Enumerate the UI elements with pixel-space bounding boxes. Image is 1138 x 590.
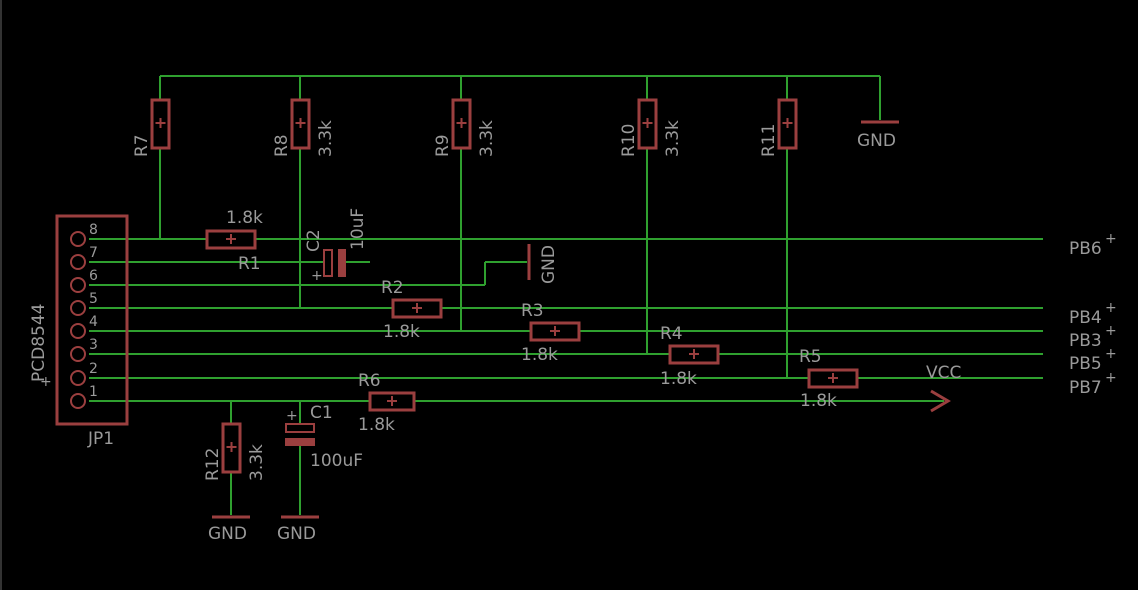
- connector-plus: +: [40, 374, 52, 390]
- resistor-ref: R7: [132, 134, 152, 157]
- polarity-plus: +: [311, 268, 323, 284]
- capacitor-ref: C1: [310, 403, 333, 423]
- ground-symbols: GND GND GND GND: [208, 120, 899, 544]
- resistor-ref: R1: [238, 254, 261, 274]
- net-plus: +: [1105, 300, 1117, 316]
- resistor-ref: R4: [660, 324, 683, 344]
- pin-label: 4: [89, 314, 98, 330]
- pullup-resistors: R7 R8 3.3k R9 3.3k R10 3.3k R11: [132, 98, 798, 157]
- resistor-value: 1.8k: [521, 345, 558, 365]
- pin-label: 2: [89, 361, 98, 377]
- resistor-ref: R11: [759, 124, 779, 157]
- pin-label: 3: [89, 337, 98, 353]
- resistor-ref: R9: [433, 134, 453, 157]
- gnd-label: GND: [208, 524, 247, 544]
- net-label-pb6: PB6: [1069, 239, 1102, 259]
- connector-ref: JP1: [87, 429, 114, 449]
- resistor-value: 1.8k: [800, 391, 837, 411]
- pin-label: 5: [89, 291, 98, 307]
- resistor-ref: R6: [358, 371, 381, 391]
- resistor-ref: R12: [203, 448, 223, 481]
- capacitor-c1: + C1 100uF: [285, 403, 363, 471]
- net-plus: +: [1105, 370, 1117, 386]
- pin-label: 6: [89, 268, 98, 284]
- connector-jp1: 8 7 6 5 4 3 2 1 JP1 PCD8544 +: [29, 214, 129, 449]
- resistor-ref: R8: [272, 134, 292, 157]
- resistor-value: 1.8k: [358, 415, 395, 435]
- resistor-value: 3.3k: [247, 444, 267, 481]
- net-label-pb5: PB5: [1069, 354, 1102, 374]
- resistor-value: 1.8k: [383, 322, 420, 342]
- capacitor-c2: + C2 10uF: [304, 208, 368, 284]
- polarity-plus: +: [286, 408, 298, 424]
- resistor-ref: R2: [381, 278, 404, 298]
- port-labels: PB6 + PB4 + PB3 + PB5 + PB7 +: [1069, 231, 1117, 398]
- gnd-label: GND: [277, 524, 316, 544]
- net-label-pb3: PB3: [1069, 331, 1102, 351]
- vcc-supply: VCC: [926, 363, 961, 413]
- pin-label: 8: [89, 222, 98, 238]
- net-label-pb7: PB7: [1069, 378, 1102, 398]
- resistor-ref: R5: [799, 347, 822, 367]
- net-plus: +: [1105, 231, 1117, 247]
- gnd-label: GND: [539, 245, 559, 284]
- capacitor-value: 10uF: [348, 208, 368, 250]
- capacitor-ref: C2: [304, 229, 324, 252]
- resistor-ref: R3: [521, 301, 544, 321]
- net-label-pb4: PB4: [1069, 308, 1102, 328]
- resistor-value: 3.3k: [477, 120, 497, 157]
- vcc-label: VCC: [926, 363, 961, 383]
- resistor-r12: R12 3.3k: [203, 422, 267, 481]
- net-plus: +: [1105, 323, 1117, 339]
- resistor-value: 1.8k: [226, 208, 263, 228]
- resistor-value: 1.8k: [660, 369, 697, 389]
- capacitor-value: 100uF: [310, 451, 363, 471]
- resistor-value: 3.3k: [663, 120, 683, 157]
- net-plus: +: [1105, 346, 1117, 362]
- gnd-label: GND: [857, 131, 896, 151]
- series-resistors: 1.8k R1 R2 1.8k R3 1.8k R4 1.8k R5 1.8k …: [205, 208, 859, 435]
- wires: [89, 75, 1043, 515]
- pin-label: 7: [89, 245, 98, 261]
- resistor-value: 3.3k: [316, 120, 336, 157]
- connector-value: PCD8544: [29, 304, 49, 382]
- pin-label: 1: [89, 384, 98, 400]
- resistor-ref: R10: [619, 124, 639, 157]
